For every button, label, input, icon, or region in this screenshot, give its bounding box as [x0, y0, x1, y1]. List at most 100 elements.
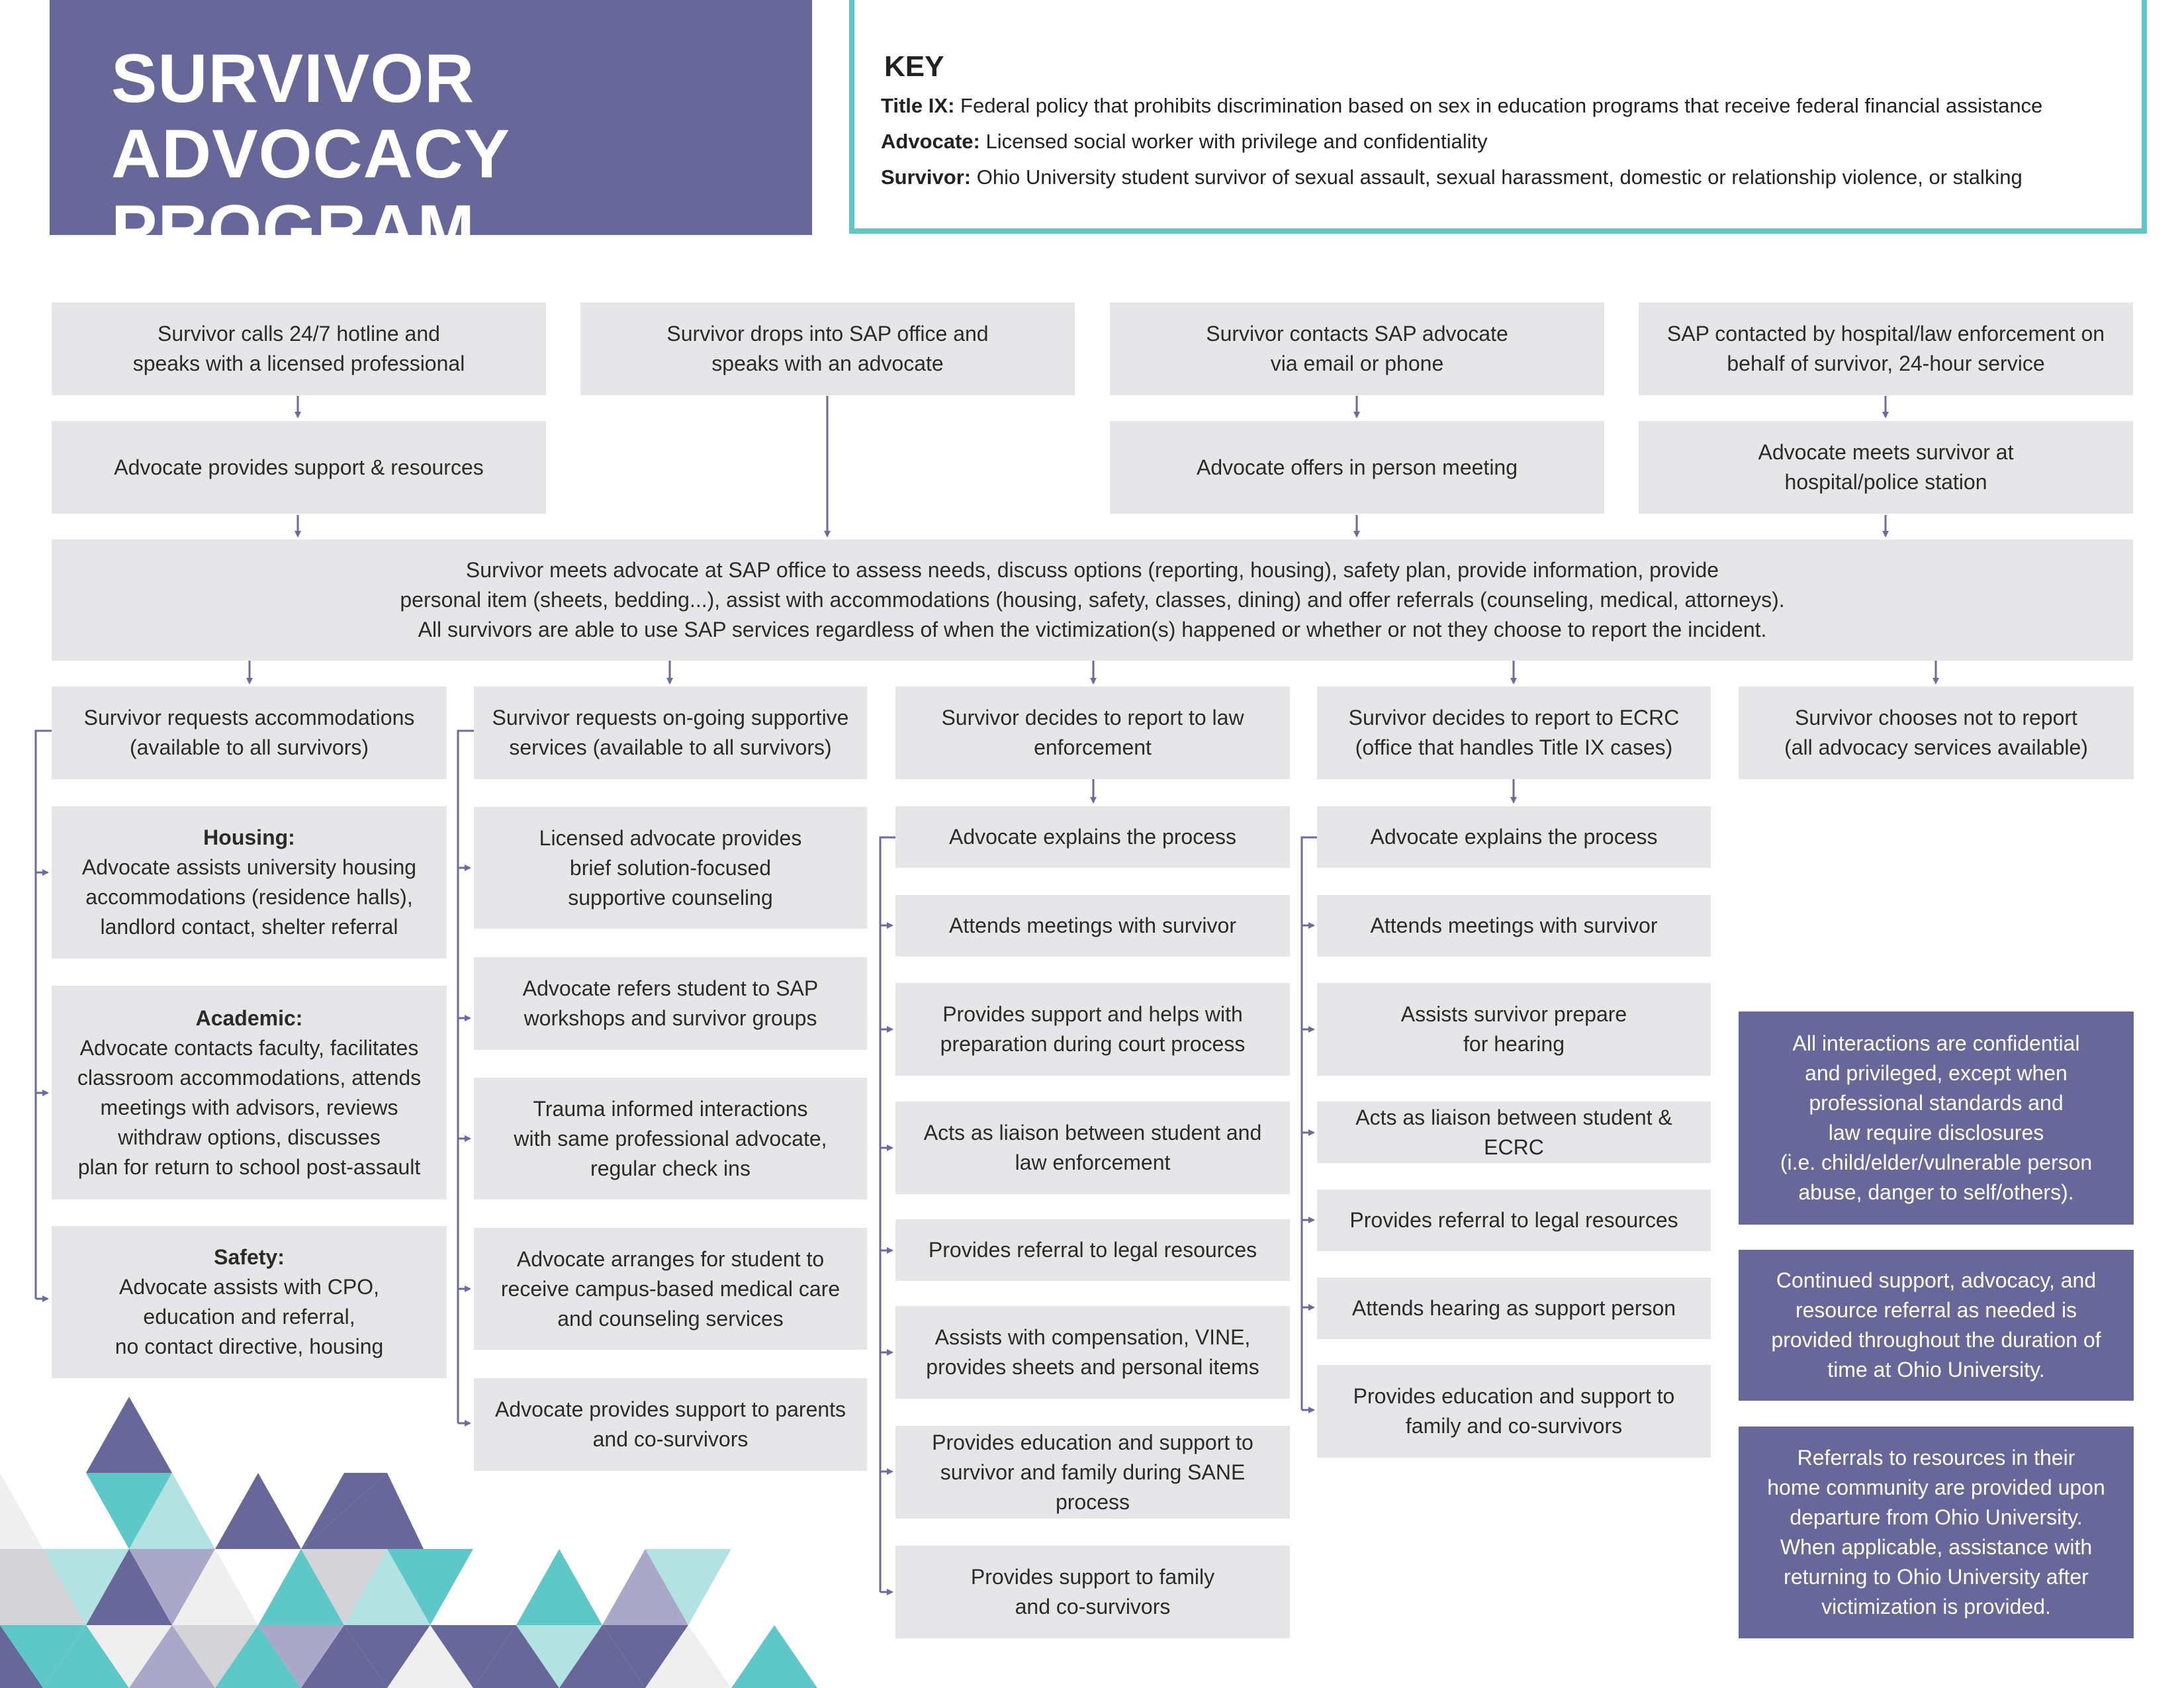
safety-card: Safety: Advocate assists with CPO, educat…: [52, 1226, 447, 1378]
ecrc-header: Survivor decides to report to ECRC (offi…: [1317, 686, 1711, 779]
referrals-note: Referrals to resources in their home com…: [1739, 1427, 2134, 1638]
decorative-triangle: [129, 1473, 215, 1549]
accommodations-header: Survivor requests accommodations (availa…: [52, 686, 447, 779]
dropin-step: Survivor drops into SAP office and speak…: [580, 303, 1075, 395]
law-step: Assists with compensation, VINE, provide…: [895, 1306, 1290, 1399]
decorative-triangle: [86, 1625, 172, 1688]
decorative-triangle: [301, 1625, 387, 1688]
key-term: Survivor:: [881, 165, 972, 189]
housing-text: Advocate assists university housing acco…: [81, 855, 417, 939]
safety-heading: Safety:: [214, 1245, 285, 1269]
law-step: Provides referral to legal resources: [895, 1219, 1290, 1281]
decorative-triangle: [301, 1473, 424, 1549]
key-item-title-ix: Title IX: Federal policy that prohibits …: [881, 94, 2042, 118]
decorative-triangle: [86, 1549, 172, 1625]
decorative-triangle: [43, 1625, 129, 1688]
bracket-connector: [34, 729, 52, 1299]
academic-card: Academic: Advocate contacts faculty, faci…: [52, 986, 447, 1199]
decorative-triangle: [43, 1549, 129, 1625]
decorative-triangle: [387, 1625, 473, 1688]
contact-step: Survivor contacts SAP advocate via email…: [1110, 303, 1604, 395]
page-title: SURVIVOR ADVOCACY PROGRAM: [111, 40, 511, 268]
decorative-triangle: [602, 1625, 688, 1688]
law-step: Provides support and helps with preparat…: [895, 983, 1290, 1076]
ecrc-step: Advocate explains the process: [1317, 806, 1711, 868]
ecrc-step: Acts as liaison between student & ECRC: [1317, 1102, 1711, 1163]
continued-support-note: Continued support, advocacy, and resourc…: [1739, 1250, 2134, 1401]
ecrc-step: Attends hearing as support person: [1317, 1278, 1711, 1339]
decorative-triangle: [172, 1625, 258, 1688]
ecrc-step: Assists survivor prepare for hearing: [1317, 983, 1711, 1076]
supportive-step: Advocate provides support to parents and…: [474, 1378, 867, 1471]
decorative-triangle: [129, 1625, 215, 1688]
triangle-pattern-decoration: [0, 1397, 817, 1688]
decorative-triangle: [172, 1549, 258, 1625]
decorative-triangle: [215, 1625, 301, 1688]
decorative-triangle: [731, 1625, 817, 1688]
decorative-triangle: [344, 1625, 430, 1688]
decorative-triangle: [86, 1397, 172, 1473]
decorative-triangle: [387, 1549, 473, 1625]
decorative-triangle: [516, 1625, 602, 1688]
academic-heading: Academic:: [195, 1006, 303, 1030]
hospital-step: SAP contacted by hospital/law enforcemen…: [1639, 303, 2133, 395]
decorative-triangle: [0, 1625, 86, 1688]
decorative-triangle: [473, 1625, 559, 1688]
law-step: Advocate explains the process: [895, 806, 1290, 868]
bracket-connector: [1300, 836, 1317, 1410]
law-step: Acts as liaison between student and law …: [895, 1102, 1290, 1194]
decorative-triangle: [0, 1549, 86, 1625]
ecrc-step: Provides referral to legal resources: [1317, 1190, 1711, 1251]
key-definition: Ohio University student survivor of sexu…: [976, 165, 2023, 189]
decorative-triangle: [0, 1473, 43, 1549]
safety-text: Advocate assists with CPO, education and…: [114, 1275, 384, 1358]
decorative-triangle: [0, 1625, 43, 1688]
key-term: Title IX:: [881, 94, 955, 117]
academic-text: Advocate contacts faculty, facilitates c…: [77, 1035, 422, 1179]
key-item-survivor: Survivor: Ohio University student surviv…: [881, 165, 2023, 189]
decorative-triangle: [602, 1549, 688, 1625]
decorative-triangle: [301, 1549, 387, 1625]
key-item-advocate: Advocate: Licensed social worker with pr…: [881, 130, 1488, 154]
inperson-meeting-step: Advocate offers in person meeting: [1110, 421, 1604, 514]
hospital-meeting-step: Advocate meets survivor at hospital/poli…: [1639, 421, 2133, 514]
hotline-step: Survivor calls 24/7 hotline and speaks w…: [52, 303, 546, 395]
decorative-triangle: [258, 1549, 344, 1625]
decorative-triangle: [430, 1625, 516, 1688]
ecrc-step: Attends meetings with survivor: [1317, 895, 1711, 957]
supportive-step: Advocate refers student to SAP workshops…: [474, 957, 867, 1050]
support-resources-step: Advocate provides support & resources: [52, 421, 546, 514]
confidentiality-note: All interactions are confidential and pr…: [1739, 1011, 2134, 1225]
supportive-step: Advocate arranges for student to receive…: [474, 1228, 867, 1350]
title-banner: [50, 0, 812, 235]
supportive-step: Licensed advocate provides brief solutio…: [474, 807, 867, 929]
decorative-triangle: [645, 1549, 731, 1625]
key-heading: KEY: [884, 50, 944, 83]
bracket-connector: [879, 836, 895, 1592]
decorative-triangle: [559, 1625, 645, 1688]
key-term: Advocate:: [881, 130, 980, 153]
bracket-connector: [457, 729, 474, 1423]
law-step: Provides education and support to surviv…: [895, 1426, 1290, 1519]
key-definition: Licensed social worker with privilege an…: [985, 130, 1488, 153]
decorative-triangle: [86, 1473, 172, 1549]
housing-card: Housing: Advocate assists university hous…: [52, 806, 447, 959]
law-enforcement-header: Survivor decides to report to law enforc…: [895, 686, 1290, 779]
key-definition: Federal policy that prohibits discrimina…: [960, 94, 2043, 117]
decorative-triangle: [645, 1625, 731, 1688]
ecrc-step: Provides education and support to family…: [1317, 1365, 1711, 1458]
law-step: Attends meetings with survivor: [895, 895, 1290, 957]
decorative-triangle: [258, 1625, 344, 1688]
decorative-triangle: [215, 1473, 301, 1549]
law-step: Provides support to family and co-surviv…: [895, 1546, 1290, 1638]
main-meeting-step: Survivor meets advocate at SAP office to…: [52, 539, 2133, 661]
decorative-triangle: [344, 1549, 430, 1625]
decorative-triangle: [129, 1549, 215, 1625]
housing-heading: Housing:: [203, 825, 295, 849]
decorative-triangle: [516, 1549, 602, 1625]
no-report-header: Survivor chooses not to report (all advo…: [1739, 686, 2134, 779]
supportive-services-header: Survivor requests on-going supportive se…: [474, 686, 867, 779]
key-panel: [849, 0, 2147, 234]
supportive-step: Trauma informed interactions with same p…: [474, 1078, 867, 1199]
